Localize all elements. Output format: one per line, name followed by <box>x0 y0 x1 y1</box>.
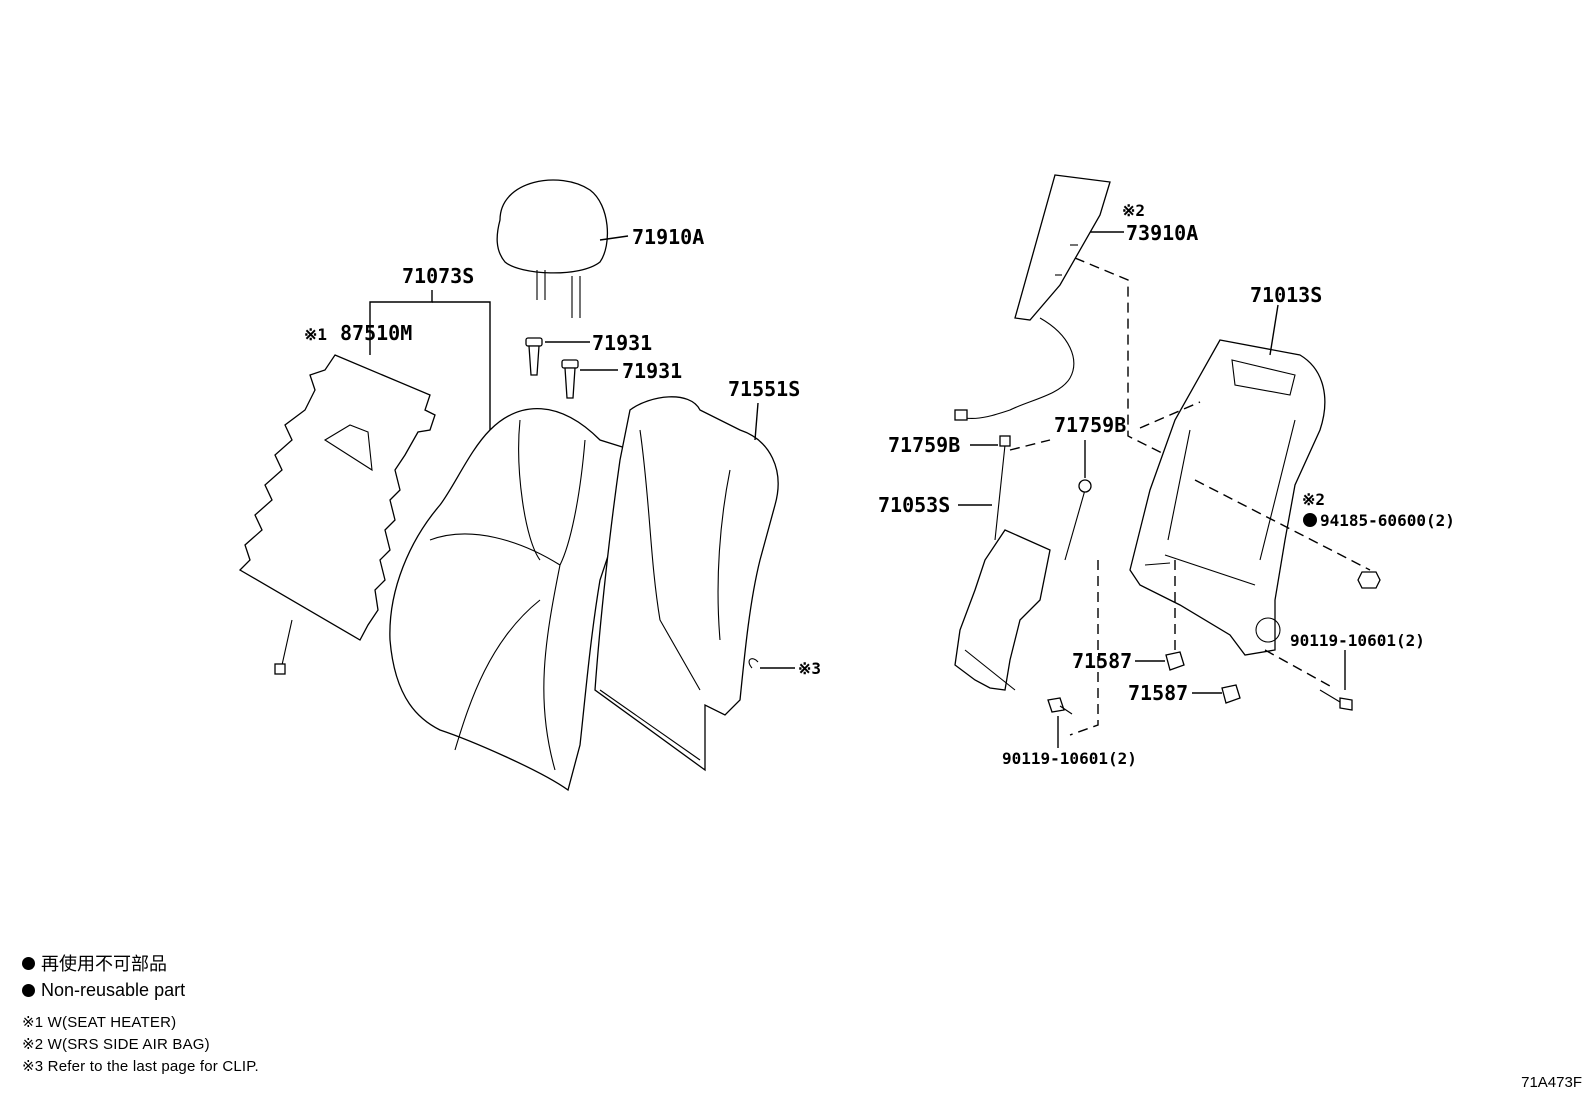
legend-note-2: ※2 W(SRS SIDE AIR BAG) <box>22 1036 210 1053</box>
part-label-71931-a[interactable]: 71931 <box>592 331 652 355</box>
bolt-90119-right-drawing <box>1319 689 1353 711</box>
non-reusable-dot-icon <box>22 956 35 970</box>
non-reusable-dot-94185 <box>1303 513 1317 527</box>
part-label-71013S[interactable]: 71013S <box>1250 283 1322 307</box>
leader-71073S <box>369 290 433 355</box>
part-label-71931-b[interactable]: 71931 <box>622 359 682 383</box>
part-label-71073S[interactable]: 71073S <box>402 264 474 288</box>
lumbar-support-drawing <box>954 435 1092 691</box>
nut-94185-drawing <box>1357 571 1381 589</box>
leader-71551S <box>754 402 759 441</box>
legend-row-jp: 再使用不可部品 <box>22 950 259 976</box>
part-label-71053S[interactable]: 71053S <box>878 493 950 517</box>
bolt-90119-bottom-drawing <box>1047 697 1073 715</box>
note-ref-3: ※3 <box>798 659 821 678</box>
part-label-71759B-right[interactable]: 71759B <box>1054 413 1126 437</box>
dashed-90119-right <box>1264 649 1331 687</box>
non-reusable-dot-icon <box>22 984 35 997</box>
part-label-90119-right[interactable]: 90119-10601(2) <box>1290 631 1425 650</box>
dashed-90119-bottom <box>1069 560 1099 736</box>
clip-icon <box>748 658 759 669</box>
note-mark-87510M: ※1 <box>304 325 327 344</box>
diagram-code: 71A473F <box>1521 1074 1582 1091</box>
note-mark-94185: ※2 <box>1302 490 1325 509</box>
seat-frame-drawing <box>1129 339 1326 656</box>
legend: 再使用不可部品 Non-reusable part ※1 W(SEAT HEAT… <box>22 950 259 1075</box>
legend-row-en: Non-reusable part <box>22 980 259 1001</box>
part-label-71587-b[interactable]: 71587 <box>1128 681 1188 705</box>
dashed-airbag-frame <box>1074 257 1197 471</box>
leader-71910A <box>599 235 629 241</box>
side-airbag-drawing <box>954 174 1111 421</box>
seat-heater-drawing <box>238 354 436 675</box>
legend-non-reusable-en: Non-reusable part <box>41 980 186 1000</box>
headrest-drawing <box>496 179 609 318</box>
note-mark-73910A: ※2 <box>1122 201 1145 220</box>
leader-71073S-cover <box>432 301 491 430</box>
dashed-71759B <box>1009 439 1051 451</box>
clip-71587-a-drawing <box>1165 651 1185 671</box>
leader-71013S <box>1269 304 1279 356</box>
part-label-71587-a[interactable]: 71587 <box>1072 649 1132 673</box>
dashed-94185 <box>1194 479 1371 571</box>
part-label-71551S[interactable]: 71551S <box>728 377 800 401</box>
clip-71587-b-drawing <box>1221 684 1241 704</box>
legend-note-1: ※1 W(SEAT HEATER) <box>22 1014 177 1031</box>
part-label-94185[interactable]: 94185-60600(2) <box>1320 511 1455 530</box>
dashed-71759B-frame <box>1139 401 1201 429</box>
part-label-73910A[interactable]: 73910A <box>1126 221 1198 245</box>
part-label-71759B-left[interactable]: 71759B <box>888 433 960 457</box>
legend-non-reusable-jp: 再使用不可部品 <box>41 954 167 974</box>
part-label-87510M[interactable]: 87510M <box>340 321 412 345</box>
part-label-71910A[interactable]: 71910A <box>632 225 704 249</box>
seatback-cover-drawing <box>389 408 636 792</box>
part-label-90119-bottom[interactable]: 90119-10601(2) <box>1002 749 1137 768</box>
back-board-drawing <box>594 396 779 772</box>
headrest-guide-drawing <box>525 337 579 399</box>
legend-note-3: ※3 Refer to the last page for CLIP. <box>22 1058 259 1075</box>
